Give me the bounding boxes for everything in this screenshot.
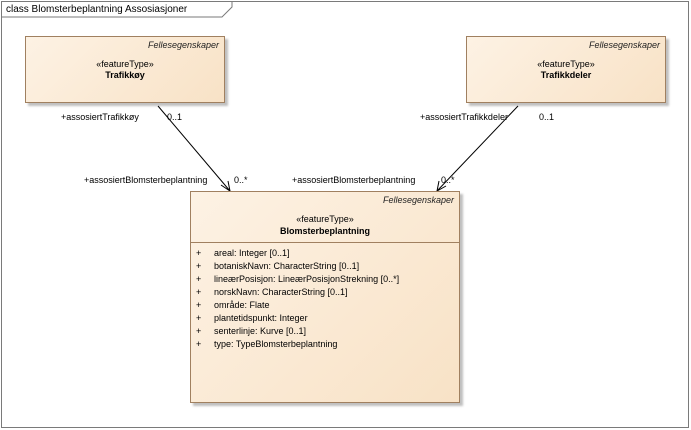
attribute-row: + type: TypeBlomsterbeplantning — [196, 338, 399, 351]
stereotype-label: «featureType» — [96, 59, 154, 69]
attribute-separator — [191, 242, 459, 243]
package-label: Fellesegenskaper — [147, 40, 219, 50]
visibility-marker: + — [196, 287, 202, 297]
package-label: Fellesegenskaper — [588, 40, 660, 50]
attribute-text: norskNavn: CharacterString [0..1] — [214, 287, 348, 297]
visibility-marker: + — [196, 248, 202, 258]
multiplicity-trafikkdeler: 0..1 — [539, 112, 555, 122]
attribute-text: areal: Integer [0..1] — [214, 248, 290, 258]
role-label-trafikkdeler: +assosiertTrafikkdeler — [420, 112, 508, 122]
class-trafikkdeler[interactable]: Fellesegenskaper «featureType» Trafikkde… — [466, 36, 666, 103]
attribute-row: + plantetidspunkt: Integer — [196, 312, 399, 325]
visibility-marker: + — [196, 274, 202, 284]
visibility-marker: + — [196, 326, 202, 336]
attribute-text: senterlinje: Kurve [0..1] — [214, 326, 307, 336]
association-trafikkoy — [157, 105, 231, 192]
class-blomsterbeplantning[interactable]: Fellesegenskaper «featureType» Blomsterb… — [190, 191, 460, 403]
diagram-title: class Blomsterbeplantning Assosiasjoner — [6, 4, 188, 15]
attribute-text: type: TypeBlomsterbeplantning — [214, 339, 338, 349]
attribute-row: + lineærPosisjon: LineærPosisjonStrekning… — [196, 273, 399, 286]
stereotype-label: «featureType» — [296, 214, 354, 224]
class-name: Blomsterbeplantning — [279, 226, 370, 236]
visibility-marker: + — [196, 313, 202, 323]
attribute-text: område: Flate — [214, 300, 270, 310]
title-tab-border — [1, 1, 233, 18]
multiplicity-trafikkoy: 0..1 — [167, 112, 183, 122]
attribute-row: + norskNavn: CharacterString [0..1] — [196, 286, 399, 299]
visibility-marker: + — [196, 339, 202, 349]
attribute-row: + senterlinje: Kurve [0..1] — [196, 325, 399, 338]
stereotype-label: «featureType» — [537, 59, 595, 69]
attribute-row: + areal: Integer [0..1] — [196, 247, 399, 260]
role-label-blomsterbeplantning-right: +assosiertBlomsterbeplantning — [292, 175, 416, 185]
role-label-trafikkoy: +assosiertTrafikkøy — [61, 112, 139, 122]
package-label: Fellesegenskaper — [382, 195, 454, 205]
visibility-marker: + — [196, 261, 202, 271]
association-trafikkdeler — [436, 105, 519, 192]
visibility-marker: + — [196, 300, 202, 310]
class-name: Trafikkdeler — [540, 70, 592, 80]
role-label-blomsterbeplantning-left: +assosiertBlomsterbeplantning — [84, 175, 208, 185]
multiplicity-blomsterbeplantning-left: 0..* — [234, 175, 248, 185]
class-name: Trafikkøy — [105, 70, 145, 80]
class-trafikkoy[interactable]: Fellesegenskaper «featureType» Trafikkøy — [25, 36, 225, 103]
attribute-list: + areal: Integer [0..1] + botaniskNavn: Ch… — [196, 247, 399, 351]
attribute-text: plantetidspunkt: Integer — [214, 313, 308, 323]
attribute-row: + område: Flate — [196, 299, 399, 312]
attribute-row: + botaniskNavn: CharacterString [0..1] — [196, 260, 399, 273]
attribute-text: lineærPosisjon: LineærPosisjonStrekning … — [214, 274, 400, 284]
multiplicity-blomsterbeplantning-right: 0..* — [441, 175, 455, 185]
attribute-text: botaniskNavn: CharacterString [0..1] — [214, 261, 360, 271]
